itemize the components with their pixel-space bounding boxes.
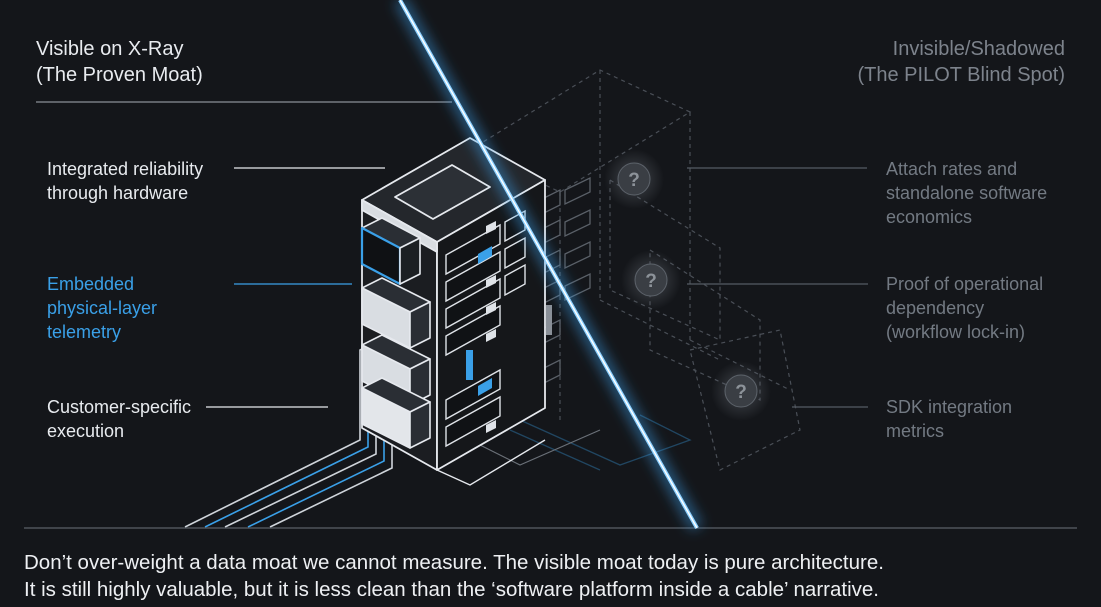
label-integrated-reliability: Integrated reliability through hardware bbox=[47, 157, 203, 205]
question-icon: ? bbox=[645, 271, 657, 292]
label-line: dependency bbox=[886, 298, 985, 318]
slot-mark bbox=[486, 329, 496, 342]
rack-bay bbox=[445, 250, 501, 303]
slot-mark bbox=[486, 302, 496, 315]
shadow-cable bbox=[469, 429, 601, 466]
label-line: (workflow lock-in) bbox=[886, 322, 1026, 342]
label-line: telemetry bbox=[47, 322, 122, 342]
unknown-marker-3: ? bbox=[711, 361, 771, 421]
ghost-module bbox=[609, 178, 721, 341]
unknown-markers: ? ? ? bbox=[604, 149, 771, 421]
label-line: standalone software bbox=[886, 183, 1048, 203]
caption: Don’t over-weight a data moat we cannot … bbox=[24, 549, 1084, 603]
label-line: Attach rates and bbox=[886, 159, 1018, 179]
led-indicator bbox=[478, 378, 492, 396]
rack-top-cover bbox=[394, 164, 491, 220]
telemetry-module bbox=[360, 217, 421, 286]
label-line: execution bbox=[47, 421, 125, 441]
shadow-bay bbox=[564, 176, 591, 206]
label-line: physical-layer bbox=[47, 298, 158, 318]
led-indicator bbox=[478, 246, 492, 264]
label-line: SDK integration bbox=[886, 397, 1013, 417]
rack-bay bbox=[504, 236, 526, 270]
rack-bay bbox=[445, 304, 501, 357]
label-attach-rates: Attach rates and standalone software eco… bbox=[886, 157, 1047, 229]
hardware-modules bbox=[360, 217, 431, 449]
label-line: Integrated reliability bbox=[47, 159, 204, 179]
shadow-indicator bbox=[546, 305, 552, 335]
label-operational-dependency: Proof of operational dependency (workflo… bbox=[886, 272, 1043, 344]
shadow-bay bbox=[564, 208, 591, 238]
unknown-marker-2: ? bbox=[621, 250, 681, 310]
caption-line: It is still highly valuable, but it is l… bbox=[24, 578, 879, 601]
rack-bay bbox=[445, 223, 501, 276]
telemetry-bar bbox=[466, 350, 473, 380]
label-line: Proof of operational bbox=[886, 274, 1044, 294]
ghost-link bbox=[689, 339, 791, 391]
question-icon: ? bbox=[735, 382, 747, 403]
question-icon: ? bbox=[628, 170, 640, 191]
rack-bay bbox=[504, 263, 526, 297]
heading-line: (The PILOT Blind Spot) bbox=[857, 64, 1066, 86]
label-customer-execution: Customer-specific execution bbox=[47, 395, 191, 443]
shadowed-heading: Invisible/Shadowed (The PILOT Blind Spot… bbox=[858, 36, 1066, 88]
label-line: Customer-specific bbox=[47, 397, 192, 417]
execution-module bbox=[361, 377, 431, 449]
heading-line: Visible on X-Ray bbox=[36, 38, 184, 60]
slot-mark bbox=[486, 275, 496, 288]
label-line: through hardware bbox=[47, 183, 189, 203]
label-sdk-integration: SDK integration metrics bbox=[886, 395, 1012, 443]
label-line: metrics bbox=[886, 421, 944, 441]
slot-mark bbox=[486, 221, 496, 234]
label-line: economics bbox=[886, 207, 973, 227]
xray-beam bbox=[393, 0, 704, 532]
label-line: Embedded bbox=[47, 274, 135, 294]
ghost-link bbox=[599, 299, 721, 361]
unknown-marker-1: ? bbox=[604, 149, 664, 209]
caption-line: Don’t over-weight a data moat we cannot … bbox=[24, 551, 884, 574]
reliability-module bbox=[361, 277, 431, 349]
heading-line: (The Proven Moat) bbox=[36, 64, 203, 86]
shadow-bay bbox=[564, 240, 591, 270]
slot-mark bbox=[486, 420, 496, 433]
rack-slot-marks bbox=[486, 221, 496, 433]
heading-line: Invisible/Shadowed bbox=[892, 38, 1065, 60]
ghost-module bbox=[689, 329, 801, 471]
rack-bay bbox=[445, 277, 501, 330]
rack-leds bbox=[466, 246, 492, 396]
rack-base bbox=[436, 439, 546, 486]
label-embedded-telemetry: Embedded physical-layer telemetry bbox=[47, 272, 157, 344]
rack-bay bbox=[445, 395, 501, 448]
visible-heading: Visible on X-Ray (The Proven Moat) bbox=[36, 36, 203, 88]
